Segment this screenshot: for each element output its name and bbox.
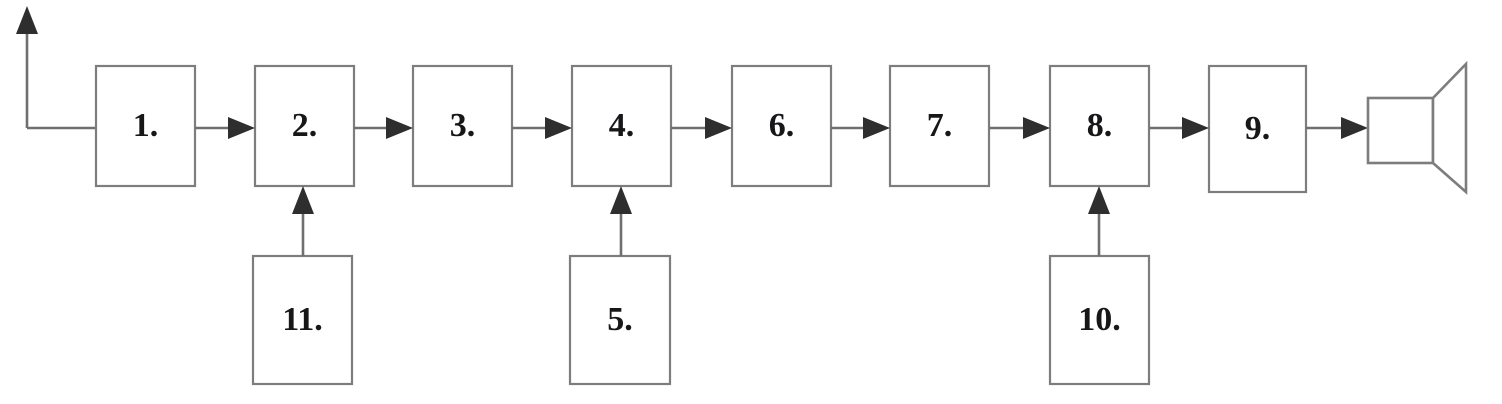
block-9-rect[interactable] xyxy=(1207,64,1308,194)
block-6-rect[interactable] xyxy=(730,64,833,188)
connector-8-to-9 xyxy=(1149,117,1209,139)
connector-6-to-7 xyxy=(831,117,890,139)
connector-11-to-2 xyxy=(292,186,314,256)
block-3-rect[interactable] xyxy=(411,64,514,188)
loudspeaker-icon xyxy=(1366,60,1468,195)
block-2-rect[interactable] xyxy=(253,64,356,188)
block-1-rect[interactable] xyxy=(94,64,197,188)
block-4-rect[interactable] xyxy=(570,64,673,188)
connector-10-to-8 xyxy=(1088,186,1110,256)
connector-5-to-4 xyxy=(610,186,632,256)
block-5-rect[interactable] xyxy=(568,254,672,386)
block-10-rect[interactable] xyxy=(1048,254,1151,386)
block-7-rect[interactable] xyxy=(888,64,991,188)
connector-3-to-4 xyxy=(512,117,572,139)
connector-4-to-6 xyxy=(671,117,732,139)
connector-9-to-loudspeaker xyxy=(1306,117,1368,139)
block-8-rect[interactable] xyxy=(1048,64,1151,188)
feedback-output-arrow xyxy=(16,6,38,128)
connector-1-to-2 xyxy=(195,117,255,139)
connector-7-to-8 xyxy=(989,117,1050,139)
block-11-rect[interactable] xyxy=(251,254,354,386)
connector-2-to-3 xyxy=(354,117,413,139)
